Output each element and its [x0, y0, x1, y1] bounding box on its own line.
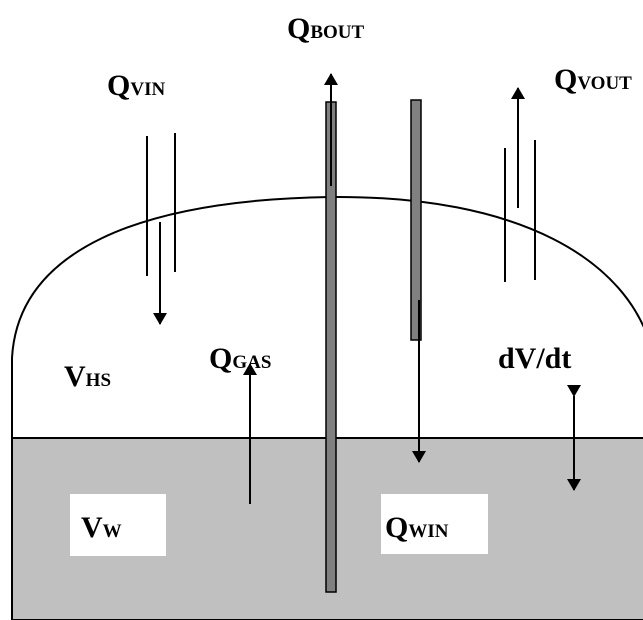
label-dv-dt: dV/dt [498, 342, 571, 375]
label-q-gas: QGAS [209, 342, 271, 375]
label-q-vout: QVOUT [554, 63, 632, 96]
label-v-hs: VHS [64, 360, 111, 393]
water-inlet-pipe [410, 99, 422, 341]
label-q-win: QWIN [385, 511, 449, 544]
water-inflow-label-box [381, 494, 488, 554]
label-q-bout: QBOUT [287, 12, 365, 45]
label-q-vin: QVIN [107, 69, 165, 102]
label-v-w: VW [81, 511, 122, 544]
water-volume-label-box [70, 494, 166, 556]
